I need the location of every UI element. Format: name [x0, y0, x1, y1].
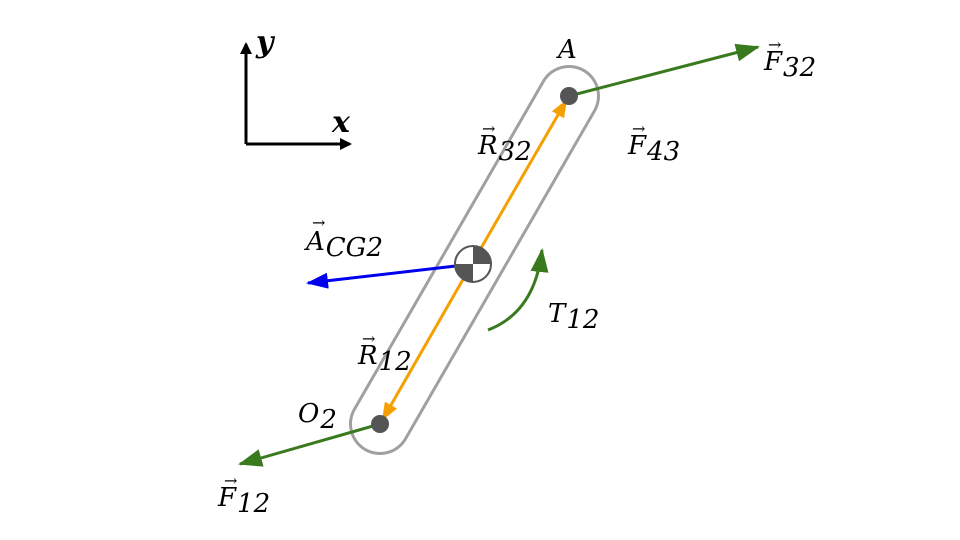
r32-label: → R32	[477, 119, 532, 167]
acg2-label: → ACG2	[304, 213, 383, 263]
f32-label: → F32	[763, 35, 816, 83]
svg-text:→: →	[312, 213, 325, 232]
y-axis-label: y	[255, 25, 276, 60]
svg-text:F32: F32	[763, 47, 816, 83]
coordinate-axes: y x	[240, 25, 352, 150]
svg-text:ACG2: ACG2	[304, 227, 383, 263]
svg-text:→: →	[224, 471, 237, 490]
center-of-gravity-symbol	[454, 245, 492, 283]
torque-t12-label: T12	[548, 299, 599, 335]
x-axis-label: x	[331, 105, 351, 140]
point-a-label: A	[556, 35, 577, 65]
svg-text:→: →	[362, 329, 375, 348]
svg-text:→: →	[632, 119, 645, 138]
f43-label: → F43	[627, 119, 680, 167]
f12-label: → F12	[217, 471, 270, 519]
position-r12-arrow	[381, 261, 475, 421]
force-f12-arrow	[238, 422, 381, 467]
pin-a	[560, 87, 578, 105]
svg-text:R32: R32	[477, 131, 532, 167]
r12-label: → R12	[357, 329, 412, 377]
force-f32-arrow	[568, 43, 760, 98]
svg-text:→: →	[482, 119, 495, 138]
svg-text:→: →	[768, 35, 781, 54]
svg-text:F43: F43	[627, 131, 680, 167]
svg-text:F12: F12	[217, 483, 270, 519]
point-o2-label: O2	[298, 399, 337, 435]
pin-o2	[371, 415, 389, 433]
acceleration-acg2-arrow	[306, 262, 474, 289]
position-r32-arrow	[471, 99, 568, 263]
torque-t12-arc	[487, 248, 549, 332]
svg-text:R12: R12	[357, 341, 412, 377]
